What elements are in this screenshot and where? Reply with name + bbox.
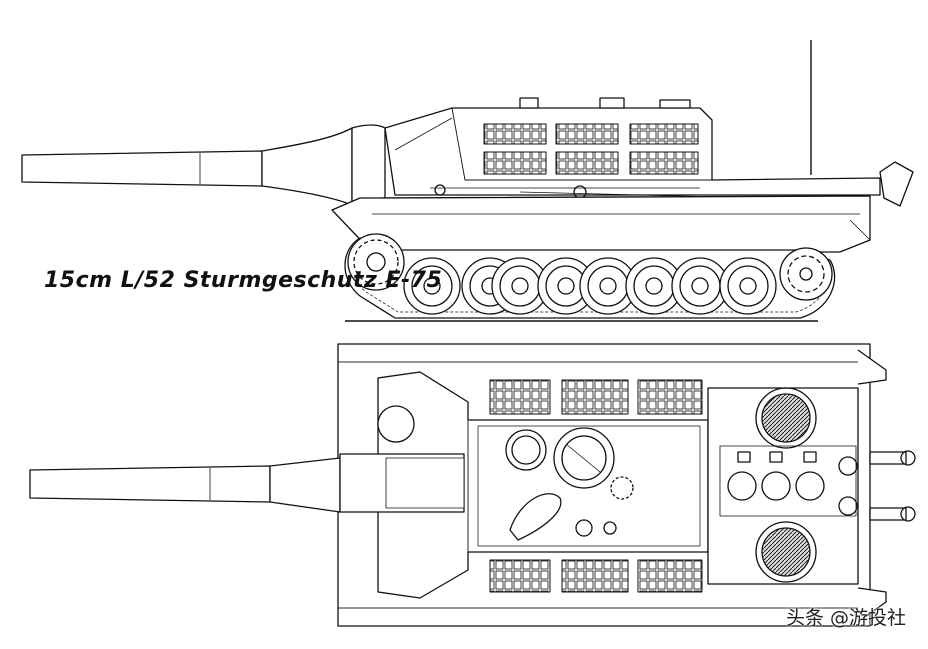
blueprint-caption: 15cm L/52 Sturmgeschutz E-75 xyxy=(44,268,443,293)
plan-gun-barrel xyxy=(29,453,465,513)
watermark-text: 头条 @游投社 xyxy=(785,607,906,629)
cooling-fan-upper xyxy=(761,393,811,443)
idler-wheel xyxy=(779,247,833,301)
plan-exhausts xyxy=(869,450,916,522)
cooling-fan-lower xyxy=(761,527,811,577)
plan-engine-deck xyxy=(707,387,859,585)
side-superstructure xyxy=(384,97,914,207)
drive-sprocket xyxy=(347,233,405,291)
side-hull xyxy=(331,195,871,253)
side-elevation-view xyxy=(21,40,914,322)
top-plan-view xyxy=(29,343,916,627)
plan-superstructure xyxy=(377,371,709,599)
side-gun-barrel xyxy=(21,124,386,208)
road-wheels xyxy=(403,257,777,315)
